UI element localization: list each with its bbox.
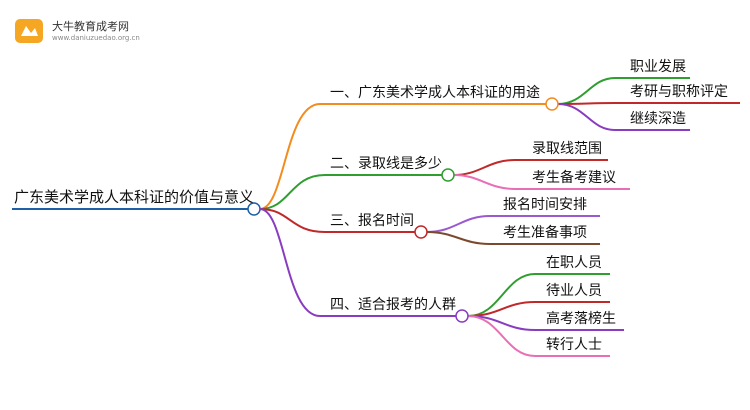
connector-b2 xyxy=(259,174,448,210)
logo-url: www.daniuzuedao.org.cn xyxy=(52,34,140,42)
b4-child-3-label: 高考落榜生 xyxy=(546,310,616,327)
root-node[interactable] xyxy=(247,202,261,216)
b1-child-3-label: 继续深造 xyxy=(630,110,686,127)
connector-b4-c1 xyxy=(467,273,610,317)
branch-3-label: 三、报名时间 xyxy=(330,213,414,229)
connector-b3-c1 xyxy=(426,215,600,233)
branch-1-label: 一、广东美术学成人本科证的用途 xyxy=(330,84,540,101)
b3-child-2-label: 考生准备事项 xyxy=(503,224,587,241)
logo-badge-icon xyxy=(15,19,43,43)
connector-b3-c2 xyxy=(426,231,600,245)
connector-b1 xyxy=(259,103,552,210)
connector-b3 xyxy=(259,208,421,233)
branch-1-node[interactable] xyxy=(545,97,559,111)
branch-4-label: 四、适合报考的人群 xyxy=(330,297,456,313)
b3-child-1-label: 报名时间安排 xyxy=(503,197,587,213)
connector-b2-c2 xyxy=(453,174,630,190)
b4-child-4-label: 转行人士 xyxy=(546,337,602,353)
b2-child-1-label: 录取线范围 xyxy=(532,140,602,157)
root-label: 广东美术学成人本科证的价值与意义 xyxy=(14,188,254,206)
logo-title: 大牛教育成考网 xyxy=(52,20,129,33)
connector-b1-c3 xyxy=(557,103,690,131)
branch-2-node[interactable] xyxy=(441,168,455,182)
b2-child-2-label: 考生备考建议 xyxy=(532,169,616,186)
connector-b1-c2 xyxy=(557,102,740,105)
branch-2-label: 二、录取线是多少 xyxy=(330,155,442,172)
site-logo[interactable]: 大牛教育成考网 www.daniuzuedao.org.cn xyxy=(14,14,154,48)
b1-child-1-label: 职业发展 xyxy=(630,59,686,75)
branch-4-node[interactable] xyxy=(455,309,469,323)
branch-3-node[interactable] xyxy=(414,225,428,239)
b1-child-2-label: 考研与职称评定 xyxy=(630,84,728,100)
connector-b4-c4 xyxy=(467,315,610,357)
b4-child-1-label: 在职人员 xyxy=(546,255,602,271)
connector-b4 xyxy=(259,208,462,317)
b4-child-2-label: 待业人员 xyxy=(546,283,602,299)
